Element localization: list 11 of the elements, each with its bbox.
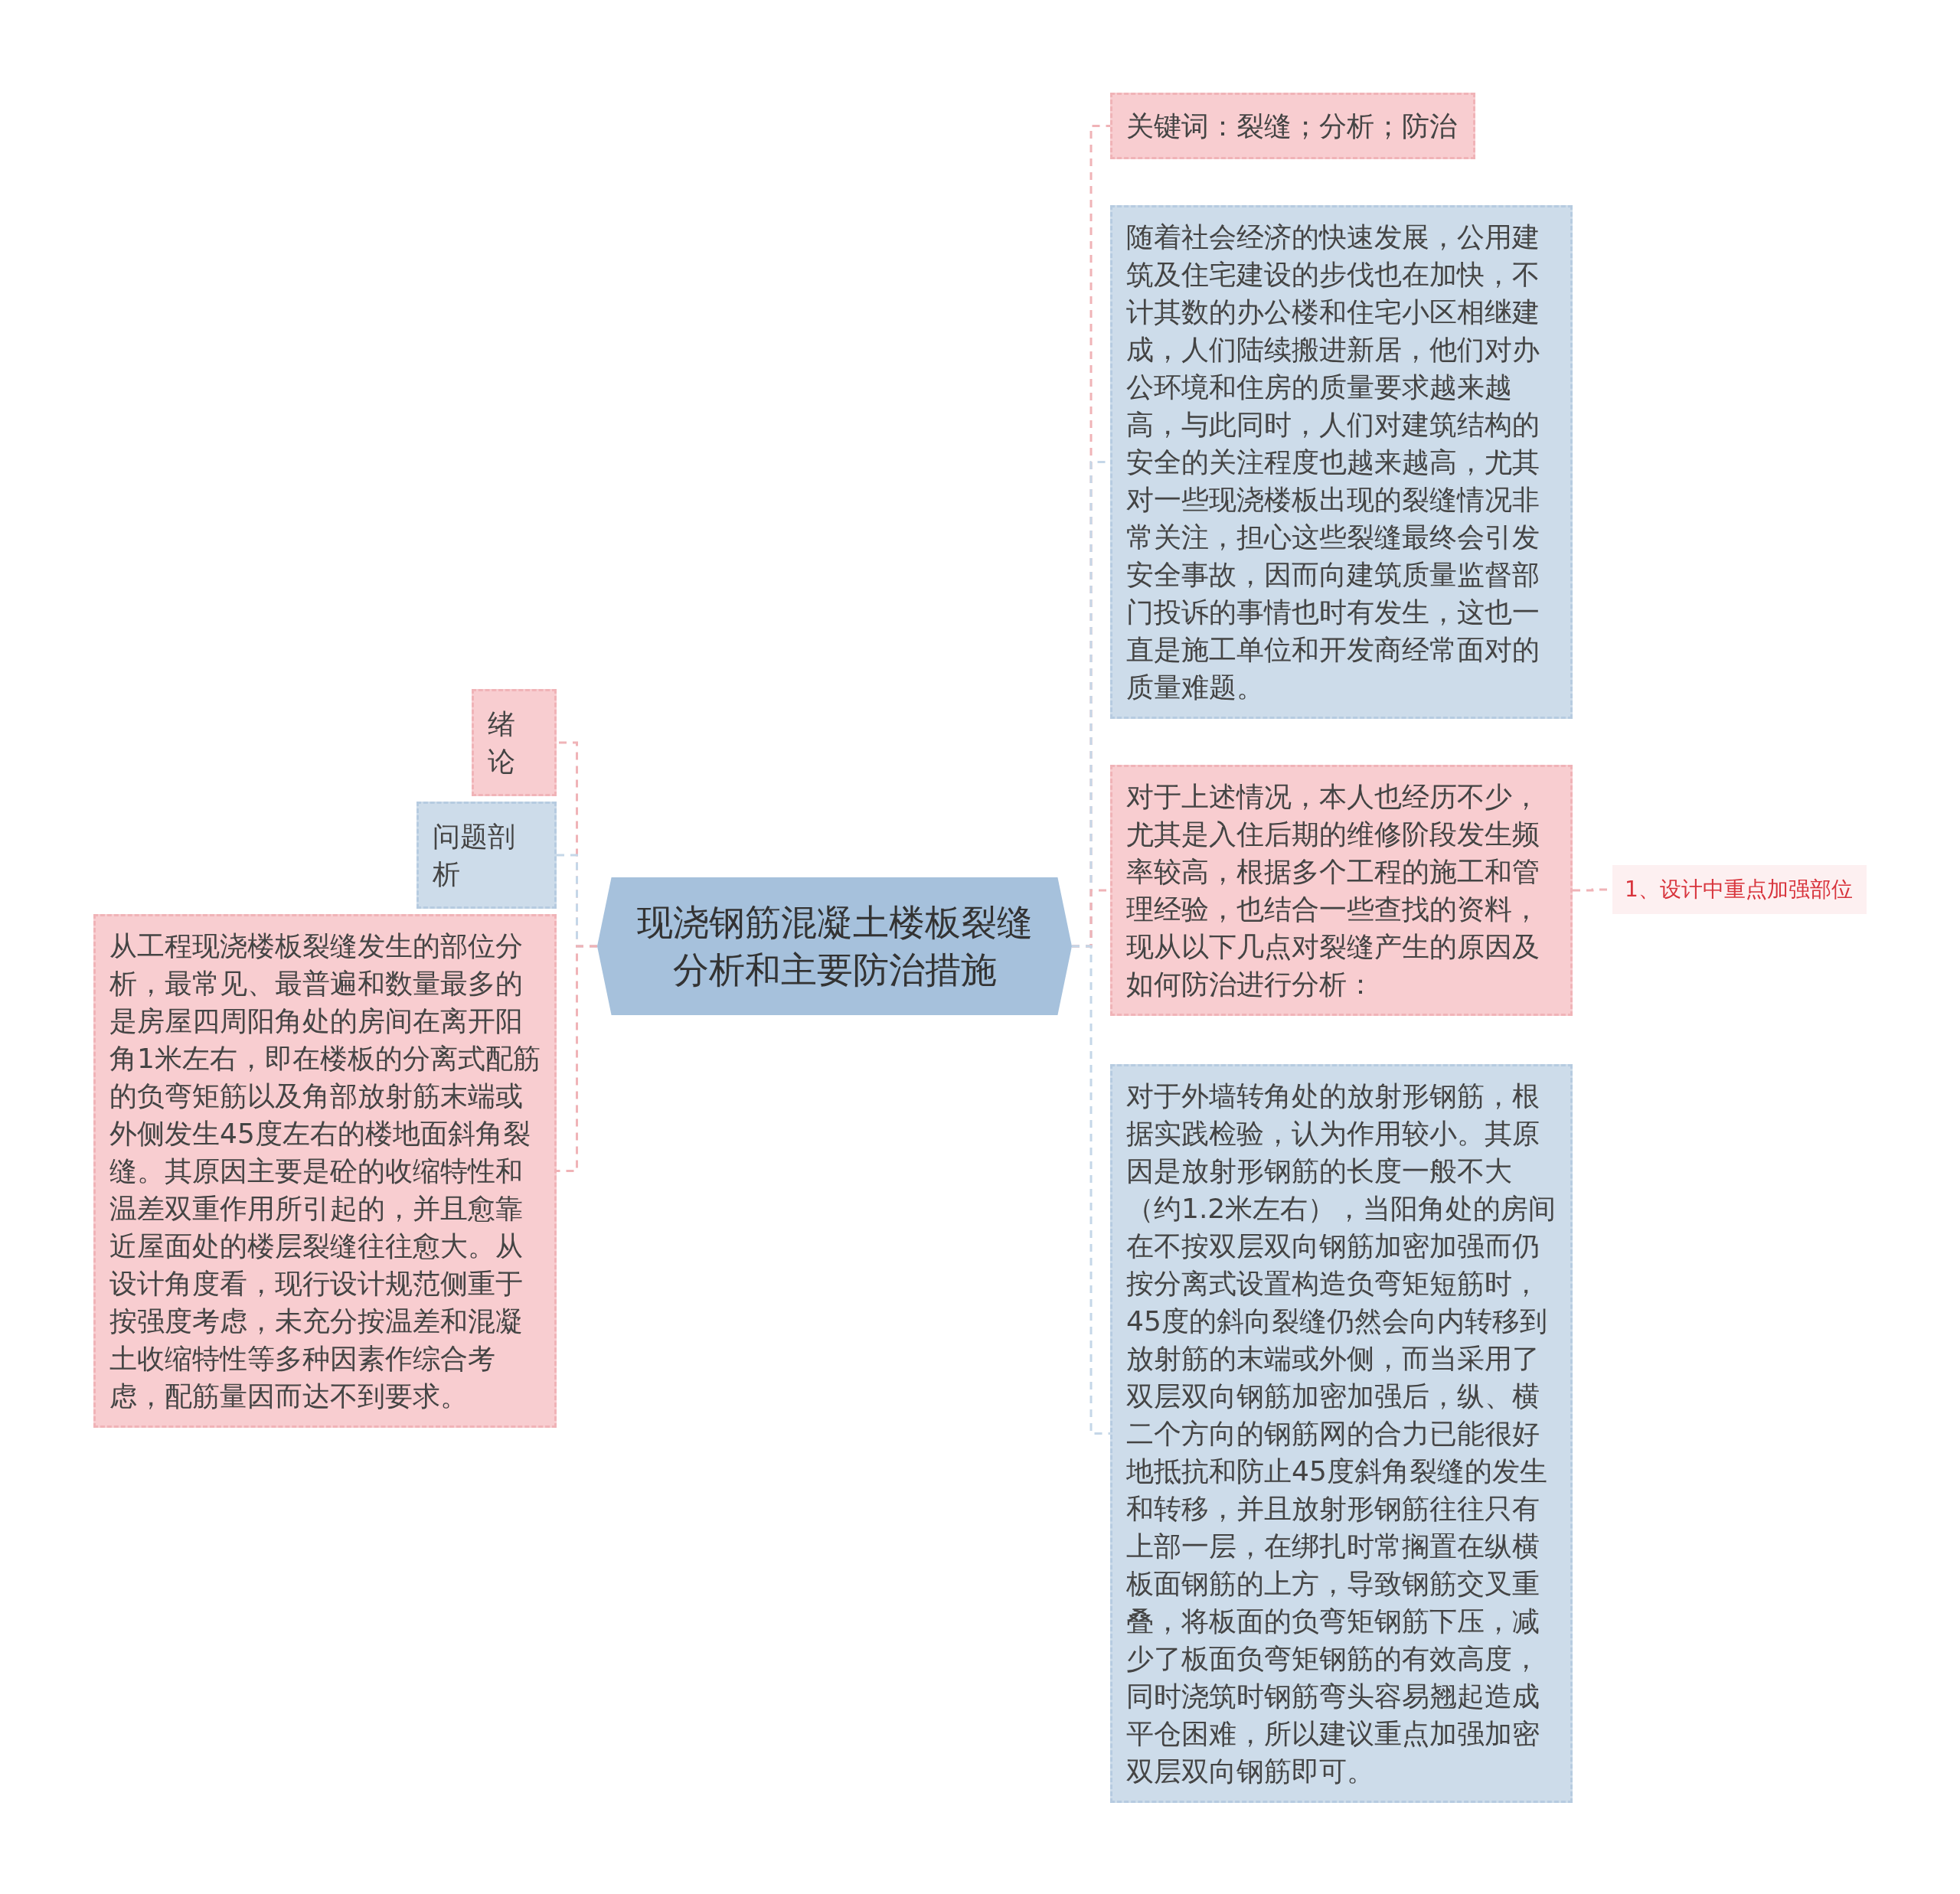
connector-line	[557, 945, 597, 1172]
keyword-box: 关键词：裂缝；分析；防治	[1110, 93, 1475, 159]
note-box: 从工程现浇楼板裂缝发生的部位分析，最常见、最普遍和数量最多的是房屋四周阳角处的房间在离开阳角1米左右，即在楼板的分离式配筋的负弯矩筋以及角部放射筋末端或外侧发生45度左右的楼地面斜角裂缝。其原因主要是砼的收缩特性和温差双重作用所引起的，并且愈靠近屋面处的楼层裂缝往往愈大。从设计角度看，现行设计规范侧重于按强度考虑，未充分按温差和混凝土收缩特性等多种因素作综合考虑，配筋量因而达不到要求。	[93, 914, 557, 1428]
note-box: 对于外墙转角处的放射形钢筋，根据实践检验，认为作用较小。其原因是放射形钢筋的长度一般不大（约1.2米左右），当阳角处的房间在不按双层双向钢筋加密加强而仍按分离式设置构造负弯矩短筋时，45度的斜向裂缝仍然会向内转移到放射筋的末端或外侧，而当采用了双层双向钢筋加密加强后，纵、横二个方向的钢筋网的合力已能很好地抵抗和防止45度斜角裂缝的发生和转移，并且放射形钢筋往往只有上部一层，在绑扎时常搁置在纵横板面钢筋的上方，导致钢筋交叉重叠，将板面的负弯矩钢筋下压，减少了板面负弯矩钢筋的有效高度，同时浇筑时钢筋弯头容易翘起造成平仓困难，所以建议重点加强加密双层双向钢筋即可。	[1110, 1064, 1573, 1803]
topic-box: 现浇钢筋混凝土楼板裂缝分析和主要防治措施	[597, 877, 1072, 1015]
label-box: 1、设计中重点加强部位	[1612, 865, 1867, 914]
connector-line	[1072, 945, 1110, 1435]
label-box: 问题剖析	[416, 802, 557, 909]
label-box: 绪论	[472, 689, 557, 796]
note-box: 随着社会经济的快速发展，公用建筑及住宅建设的步伐也在加快，不计其数的办公楼和住宅小区相继建成，人们陆续搬进新居，他们对办公环境和住房的质量要求越来越高，与此同时，人们对建筑结构的安全的关注程度也越来越高，尤其对一些现浇楼板出现的裂缝情况非常关注，担心这些裂缝最终会引发安全事故，因而向建筑质量监督部门投诉的事情也时有发生，这也一直是施工单位和开发商经常面对的质量难题。	[1110, 205, 1573, 719]
note-box: 对于上述情况，本人也经历不少，尤其是入住后期的维修阶段发生频率较高，根据多个工程的施工和管理经验，也结合一些查找的资料，现从以下几点对裂缝产生的原因及如何防治进行分析：	[1110, 765, 1573, 1016]
